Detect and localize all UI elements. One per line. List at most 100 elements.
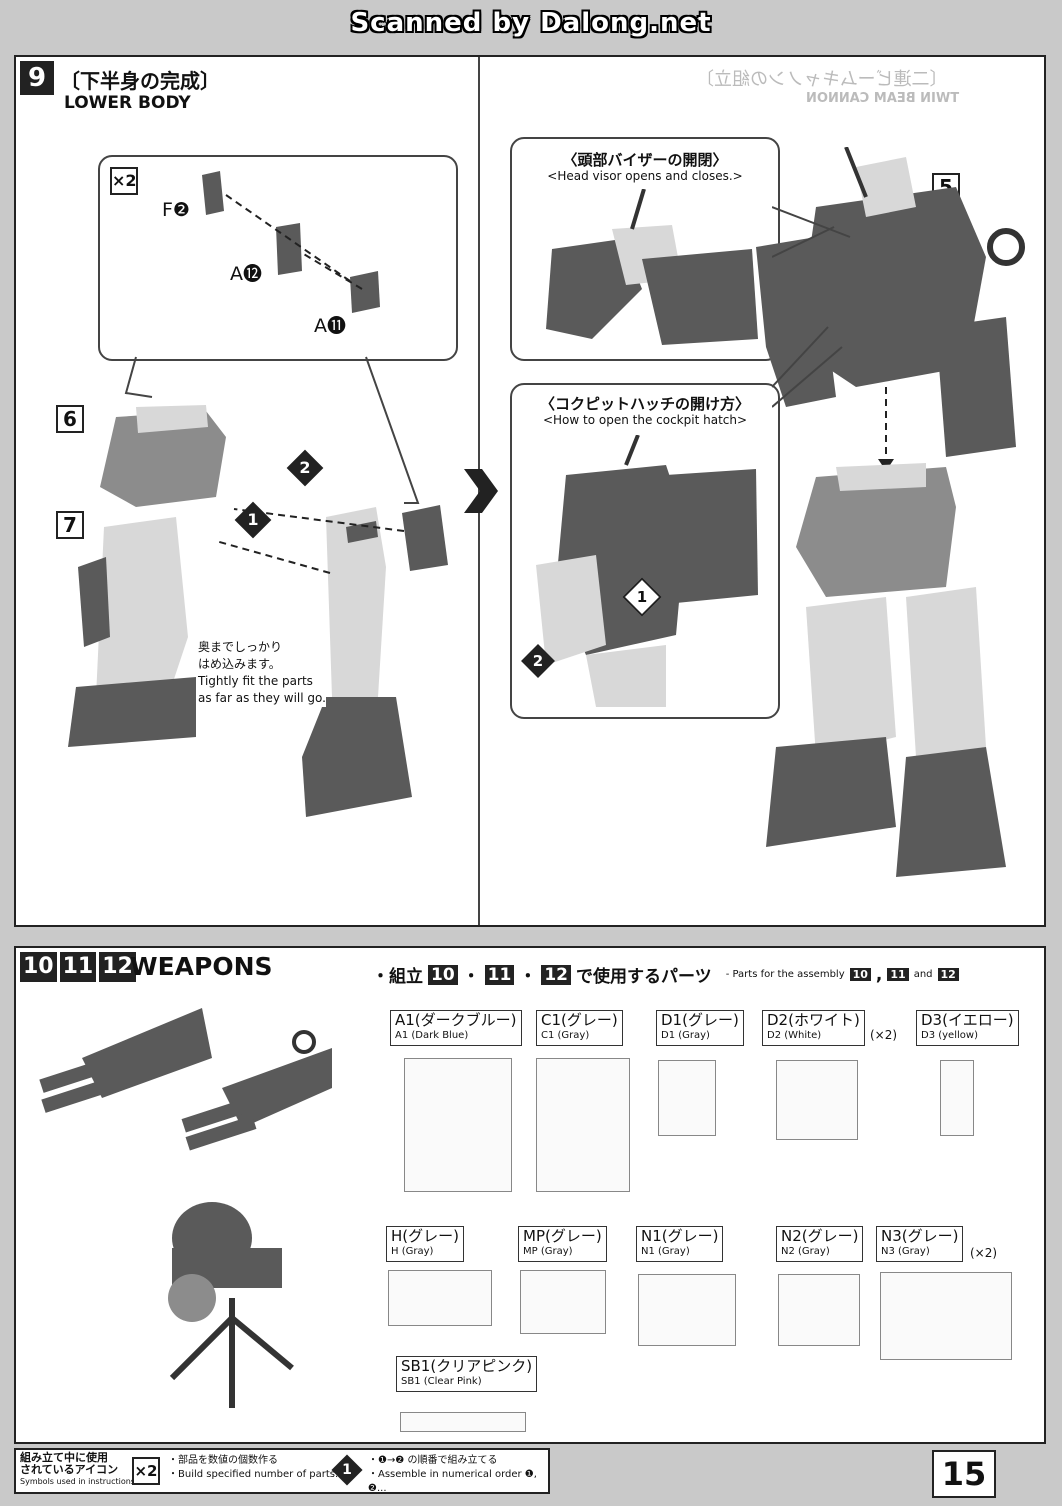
parts-header-11: 11 xyxy=(484,964,515,985)
fit-note-en-1: Tightly fit the parts xyxy=(198,674,313,688)
weapons-panel: 10 11 12 WEAPONS ・組立 10・ 11・ 12 で使用するパーツ… xyxy=(14,946,1046,1444)
runner-d2-en: D2 (White) xyxy=(767,1030,822,1041)
runner-label-h: H(グレー) H (Gray) xyxy=(386,1226,464,1262)
multiplier-icon: ×2 xyxy=(110,167,138,195)
legend-icon1-jp: ・部品を数値の個数作る xyxy=(168,1455,278,1466)
runner-label-d3: D3(イエロー) D3 (yellow) xyxy=(916,1010,1019,1046)
runner-d3-jp: D3(イエロー) xyxy=(921,1011,1014,1029)
arrow-step-1-label: 1 xyxy=(247,510,259,529)
ref-7: 7 xyxy=(56,511,84,539)
fit-note-jp-2: はめ込みます。 xyxy=(198,657,281,671)
part-label-a12: A⓬ xyxy=(230,263,262,285)
runner-n3-en: N3 (Gray) xyxy=(881,1246,930,1257)
lower-body-illustration xyxy=(68,405,448,817)
parts-header-en-and: and xyxy=(913,969,933,980)
runner-d2-mult: (×2) xyxy=(870,1028,898,1042)
parts-illustration xyxy=(202,171,380,313)
callout-connectors xyxy=(772,206,851,408)
hatch-step-1-label: 1 xyxy=(636,588,648,606)
part-label-a11: A⓫ xyxy=(314,315,346,337)
step-number-12: 12 xyxy=(99,952,136,982)
runner-n2 xyxy=(778,1274,860,1346)
runner-n3 xyxy=(880,1272,1012,1360)
arrow-step-2-label: 2 xyxy=(299,458,311,477)
step-number-10: 10 xyxy=(20,952,57,982)
legend-icon2-en: ・Assemble in numerical order ❶, ❷... xyxy=(368,1469,537,1494)
runner-a1-en: A1 (Dark Blue) xyxy=(395,1030,469,1041)
panel-divider xyxy=(478,57,480,925)
next-arrow-icon xyxy=(464,469,498,513)
runner-label-d2: D2(ホワイト) D2 (White) xyxy=(762,1010,865,1046)
runner-label-n1: N1(グレー) N1 (Gray) xyxy=(636,1226,724,1262)
legend-icon1-desc: ・部品を数値の個数作る ・Build specified number of p… xyxy=(168,1454,338,1482)
runner-n3-jp: N3(グレー) xyxy=(881,1227,959,1245)
parts-header-mid: で使用するパーツ xyxy=(576,967,712,987)
visor-illustration xyxy=(546,189,758,345)
runner-sb1-jp: SB1(クリアピンク) xyxy=(401,1357,533,1375)
part-label-f2: F❷ xyxy=(162,199,190,221)
parts-header-prefix: ・組立 xyxy=(372,967,423,987)
runner-label-a1: A1(ダークブルー) A1 (Dark Blue) xyxy=(390,1010,522,1046)
runner-n1-jp: N1(グレー) xyxy=(641,1227,719,1245)
weapons-illustration xyxy=(39,1008,332,1408)
ref-6: 6 xyxy=(56,405,84,433)
parts-callout: ×2 F❷ A⓬ A⓫ xyxy=(98,155,458,361)
runner-label-mp: MP(グレー) MP (Gray) xyxy=(518,1226,607,1262)
runner-d3-en: D3 (yellow) xyxy=(921,1030,978,1041)
runner-c1-jp: C1(グレー) xyxy=(541,1011,618,1029)
runner-n3-mult: (×2) xyxy=(970,1246,998,1260)
legend-icon1-en: ・Build specified number of parts. xyxy=(168,1469,339,1480)
visor-callout: 〈頭部バイザーの開閉〉 <Head visor opens and closes… xyxy=(510,137,780,361)
runner-d3 xyxy=(940,1060,974,1136)
runner-c1 xyxy=(536,1058,630,1192)
ghost-title-en: TWIN BEAM CANNON xyxy=(806,91,960,106)
order-icon-label: 1 xyxy=(342,1462,352,1478)
callout-tails xyxy=(124,356,420,504)
runner-mp xyxy=(520,1270,606,1334)
page-number: 15 xyxy=(932,1450,996,1498)
runner-mp-en: MP (Gray) xyxy=(523,1246,573,1257)
hatch-illustration xyxy=(536,435,758,707)
runner-label-d1: D1(グレー) D1 (Gray) xyxy=(656,1010,744,1046)
parts-header-10: 10 xyxy=(428,964,458,985)
multiply-icon: ×2 xyxy=(132,1457,160,1485)
legend-title-jp-2: されているアイコン xyxy=(20,1463,119,1476)
step9-panel: 9 〔下半身の完成〕 LOWER BODY 〔二連ビームキャノンの組立〕 TWI… xyxy=(14,55,1046,927)
weapons-title: WEAPONS xyxy=(130,952,273,981)
legend-title: 組み立て中に使用 されているアイコン Symbols used in instr… xyxy=(20,1452,135,1488)
watermark-text: Scanned by Dalong.net xyxy=(350,8,712,38)
completed-body-illustration xyxy=(756,147,1025,877)
runner-d2-jp: D2(ホワイト) xyxy=(767,1011,860,1029)
runner-h-jp: H(グレー) xyxy=(391,1227,459,1245)
runner-mp-jp: MP(グレー) xyxy=(523,1227,602,1245)
runner-label-c1: C1(グレー) C1 (Gray) xyxy=(536,1010,623,1046)
parts-header-en-10: 10 xyxy=(849,968,871,981)
runner-d1 xyxy=(658,1060,716,1136)
fit-note-jp-1: 奥までしっかり xyxy=(198,640,283,654)
runner-d2 xyxy=(776,1060,858,1140)
runner-d1-en: D1 (Gray) xyxy=(661,1030,710,1041)
parts-header-12: 12 xyxy=(541,964,572,985)
runner-n1-en: N1 (Gray) xyxy=(641,1246,690,1257)
hatch-title-jp: 〈コクピットハッチの開け方〉 xyxy=(539,395,750,413)
runner-c1-en: C1 (Gray) xyxy=(541,1030,590,1041)
legend-icon2-desc: ・❶→❷ の順番で組み立てる ・Assemble in numerical or… xyxy=(368,1454,548,1496)
runner-h-en: H (Gray) xyxy=(391,1246,434,1257)
fit-note-en-2: as far as they will go. xyxy=(198,691,326,705)
fit-note: 奥までしっかり はめ込みます。 Tightly fit the parts as… xyxy=(198,639,326,707)
runner-label-sb1: SB1(クリアピンク) SB1 (Clear Pink) xyxy=(396,1356,538,1392)
weapons-step-numbers: 10 11 12 xyxy=(20,952,136,982)
visor-title-jp: 〈頭部バイザーの開閉〉 xyxy=(562,151,728,169)
hatch-callout: 〈コクピットハッチの開け方〉 <How to open the cockpit … xyxy=(510,383,780,719)
runner-a1-jp: A1(ダークブルー) xyxy=(395,1011,517,1029)
hatch-step-2-label: 2 xyxy=(532,652,544,670)
step-title-en: LOWER BODY xyxy=(64,93,191,113)
legend-title-jp-1: 組み立て中に使用 xyxy=(20,1451,108,1464)
runner-sb1 xyxy=(400,1412,526,1432)
step-title-jp: 〔下半身の完成〕 xyxy=(60,69,220,93)
step-number-11: 11 xyxy=(59,952,97,982)
runner-sb1-en: SB1 (Clear Pink) xyxy=(401,1376,482,1387)
runner-n2-jp: N2(グレー) xyxy=(781,1227,859,1245)
legend-icon2-jp: ・❶→❷ の順番で組み立てる xyxy=(368,1455,498,1466)
runner-n2-en: N2 (Gray) xyxy=(781,1246,830,1257)
